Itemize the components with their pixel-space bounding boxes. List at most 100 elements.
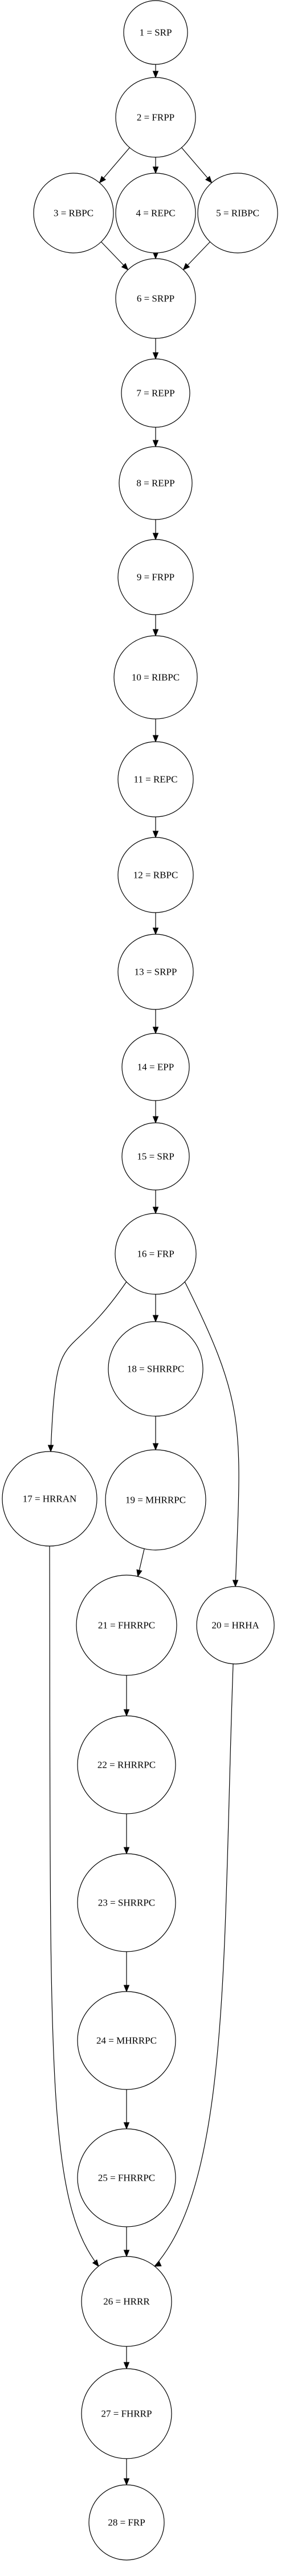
edge-16-to-20 xyxy=(184,1281,239,1588)
node-10: 10 = RIBPC xyxy=(113,635,198,719)
edge-9-to-10 xyxy=(152,615,159,637)
node-label: 18 = SHRRPC xyxy=(127,1364,184,1375)
edge-2-to-3 xyxy=(99,147,130,183)
node-label: 25 = FHRRPC xyxy=(98,2173,155,2184)
node-6: 6 = SRPP xyxy=(115,258,196,339)
node-circle xyxy=(33,173,114,253)
node-circle xyxy=(121,1122,190,1191)
node-circle xyxy=(77,1715,176,1814)
node-24: 24 = MHRRPC xyxy=(77,1991,176,2090)
node-label: 23 = SHRRPC xyxy=(98,1898,155,1908)
edge-25-to-26 xyxy=(123,2227,130,2258)
edge-11-to-12 xyxy=(152,817,159,839)
node-label: 19 = MHRRPC xyxy=(125,1495,186,1506)
node-label: 16 = FRP xyxy=(137,1249,174,1260)
node-label: 20 = HRHA xyxy=(211,1620,259,1631)
node-27: 27 = FHRRP xyxy=(81,2368,172,2459)
node-circle xyxy=(115,173,196,253)
node-circle xyxy=(121,1033,190,1101)
node-circle xyxy=(123,0,188,65)
node-circle xyxy=(77,1991,176,2090)
node-5: 5 = RIBPC xyxy=(197,173,278,253)
node-label: 17 = HRRAN xyxy=(23,1494,77,1504)
node-26: 26 = HRRR xyxy=(81,2256,172,2347)
node-label: 12 = RBPC xyxy=(133,870,178,881)
edge-23-to-24 xyxy=(123,1952,130,1993)
node-circle xyxy=(119,446,193,520)
node-label: 27 = FHRRP xyxy=(101,2409,152,2419)
node-17: 17 = HRRAN xyxy=(2,1451,97,1547)
node-16: 16 = FRP xyxy=(115,1213,197,1295)
node-circle xyxy=(117,539,194,615)
node-circle xyxy=(117,837,194,913)
edge-17-to-26 xyxy=(49,1545,99,2267)
node-1: 1 = SRP xyxy=(123,0,188,65)
edge-4-to-6 xyxy=(152,252,159,260)
node-label: 7 = REPP xyxy=(136,388,174,399)
node-circle xyxy=(115,258,196,339)
edge-10-to-11 xyxy=(152,719,159,743)
node-circle xyxy=(76,1575,177,1676)
node-12: 12 = RBPC xyxy=(117,837,194,913)
node-label: 6 = SRPP xyxy=(137,293,174,304)
node-8: 8 = REPP xyxy=(119,446,193,520)
node-circle xyxy=(121,358,190,428)
node-label: 2 = FRPP xyxy=(137,112,174,123)
edge-7-to-8 xyxy=(152,427,159,448)
node-label: 5 = RIBPC xyxy=(216,208,259,219)
node-circle xyxy=(115,77,196,158)
node-4: 4 = REPC xyxy=(115,173,196,253)
edge-6-to-7 xyxy=(152,338,159,360)
node-label: 11 = REPC xyxy=(134,774,178,785)
edge-15-to-16 xyxy=(152,1190,159,1215)
node-label: 15 = SRP xyxy=(137,1151,174,1162)
edge-2-to-5 xyxy=(181,147,213,183)
edge-5-to-6 xyxy=(182,242,210,271)
node-20: 20 = HRHA xyxy=(196,1586,275,1665)
node-label: 4 = REPC xyxy=(136,208,175,219)
edge-16-to-18 xyxy=(152,1294,159,1323)
edge-13-to-14 xyxy=(152,1009,159,1035)
node-7: 7 = REPP xyxy=(121,358,190,428)
edge-8-to-9 xyxy=(152,520,159,541)
node-11: 11 = REPC xyxy=(117,741,194,817)
node-9: 9 = FRPP xyxy=(117,539,194,615)
node-circle xyxy=(117,741,194,817)
edge-18-to-19 xyxy=(152,1416,159,1451)
node-circle xyxy=(105,1449,206,1551)
node-3: 3 = RBPC xyxy=(33,173,114,253)
node-label: 1 = SRP xyxy=(140,27,172,38)
node-label: 14 = EPP xyxy=(137,1062,174,1073)
edge-24-to-25 xyxy=(123,2090,130,2130)
node-25: 25 = FHRRPC xyxy=(77,2128,176,2227)
edge-21-to-22 xyxy=(123,1675,130,1717)
node-circle xyxy=(88,2484,165,2561)
node-18: 18 = SHRRPC xyxy=(108,1321,203,1417)
node-19: 19 = MHRRPC xyxy=(105,1449,206,1551)
edge-27-to-28 xyxy=(123,2459,130,2486)
node-label: 22 = RHRRPC xyxy=(97,1760,156,1771)
node-2: 2 = FRPP xyxy=(115,77,196,158)
node-label: 28 = FRP xyxy=(108,2517,145,2528)
node-22: 22 = RHRRPC xyxy=(77,1715,176,1814)
edge-16-to-17 xyxy=(47,1281,127,1453)
node-label: 24 = MHRRPC xyxy=(96,2035,157,2046)
node-label: 8 = REPP xyxy=(136,478,174,489)
node-28: 28 = FRP xyxy=(88,2484,165,2561)
node-23: 23 = SHRRPC xyxy=(77,1853,176,1952)
node-circle xyxy=(108,1321,203,1417)
node-circle xyxy=(2,1451,97,1547)
node-label: 13 = SRPP xyxy=(135,967,177,978)
node-circle xyxy=(77,2128,176,2227)
edge-22-to-23 xyxy=(123,1814,130,1855)
node-circle xyxy=(197,173,278,253)
node-circle xyxy=(196,1586,275,1665)
edge-20-to-26 xyxy=(153,1663,234,2267)
edge-3-to-6 xyxy=(101,242,129,271)
node-circle xyxy=(115,1213,197,1295)
node-circle xyxy=(117,934,194,1010)
node-label: 21 = FHRRPC xyxy=(98,1620,155,1631)
node-circle xyxy=(81,2368,172,2459)
edge-2-to-4 xyxy=(152,157,159,174)
